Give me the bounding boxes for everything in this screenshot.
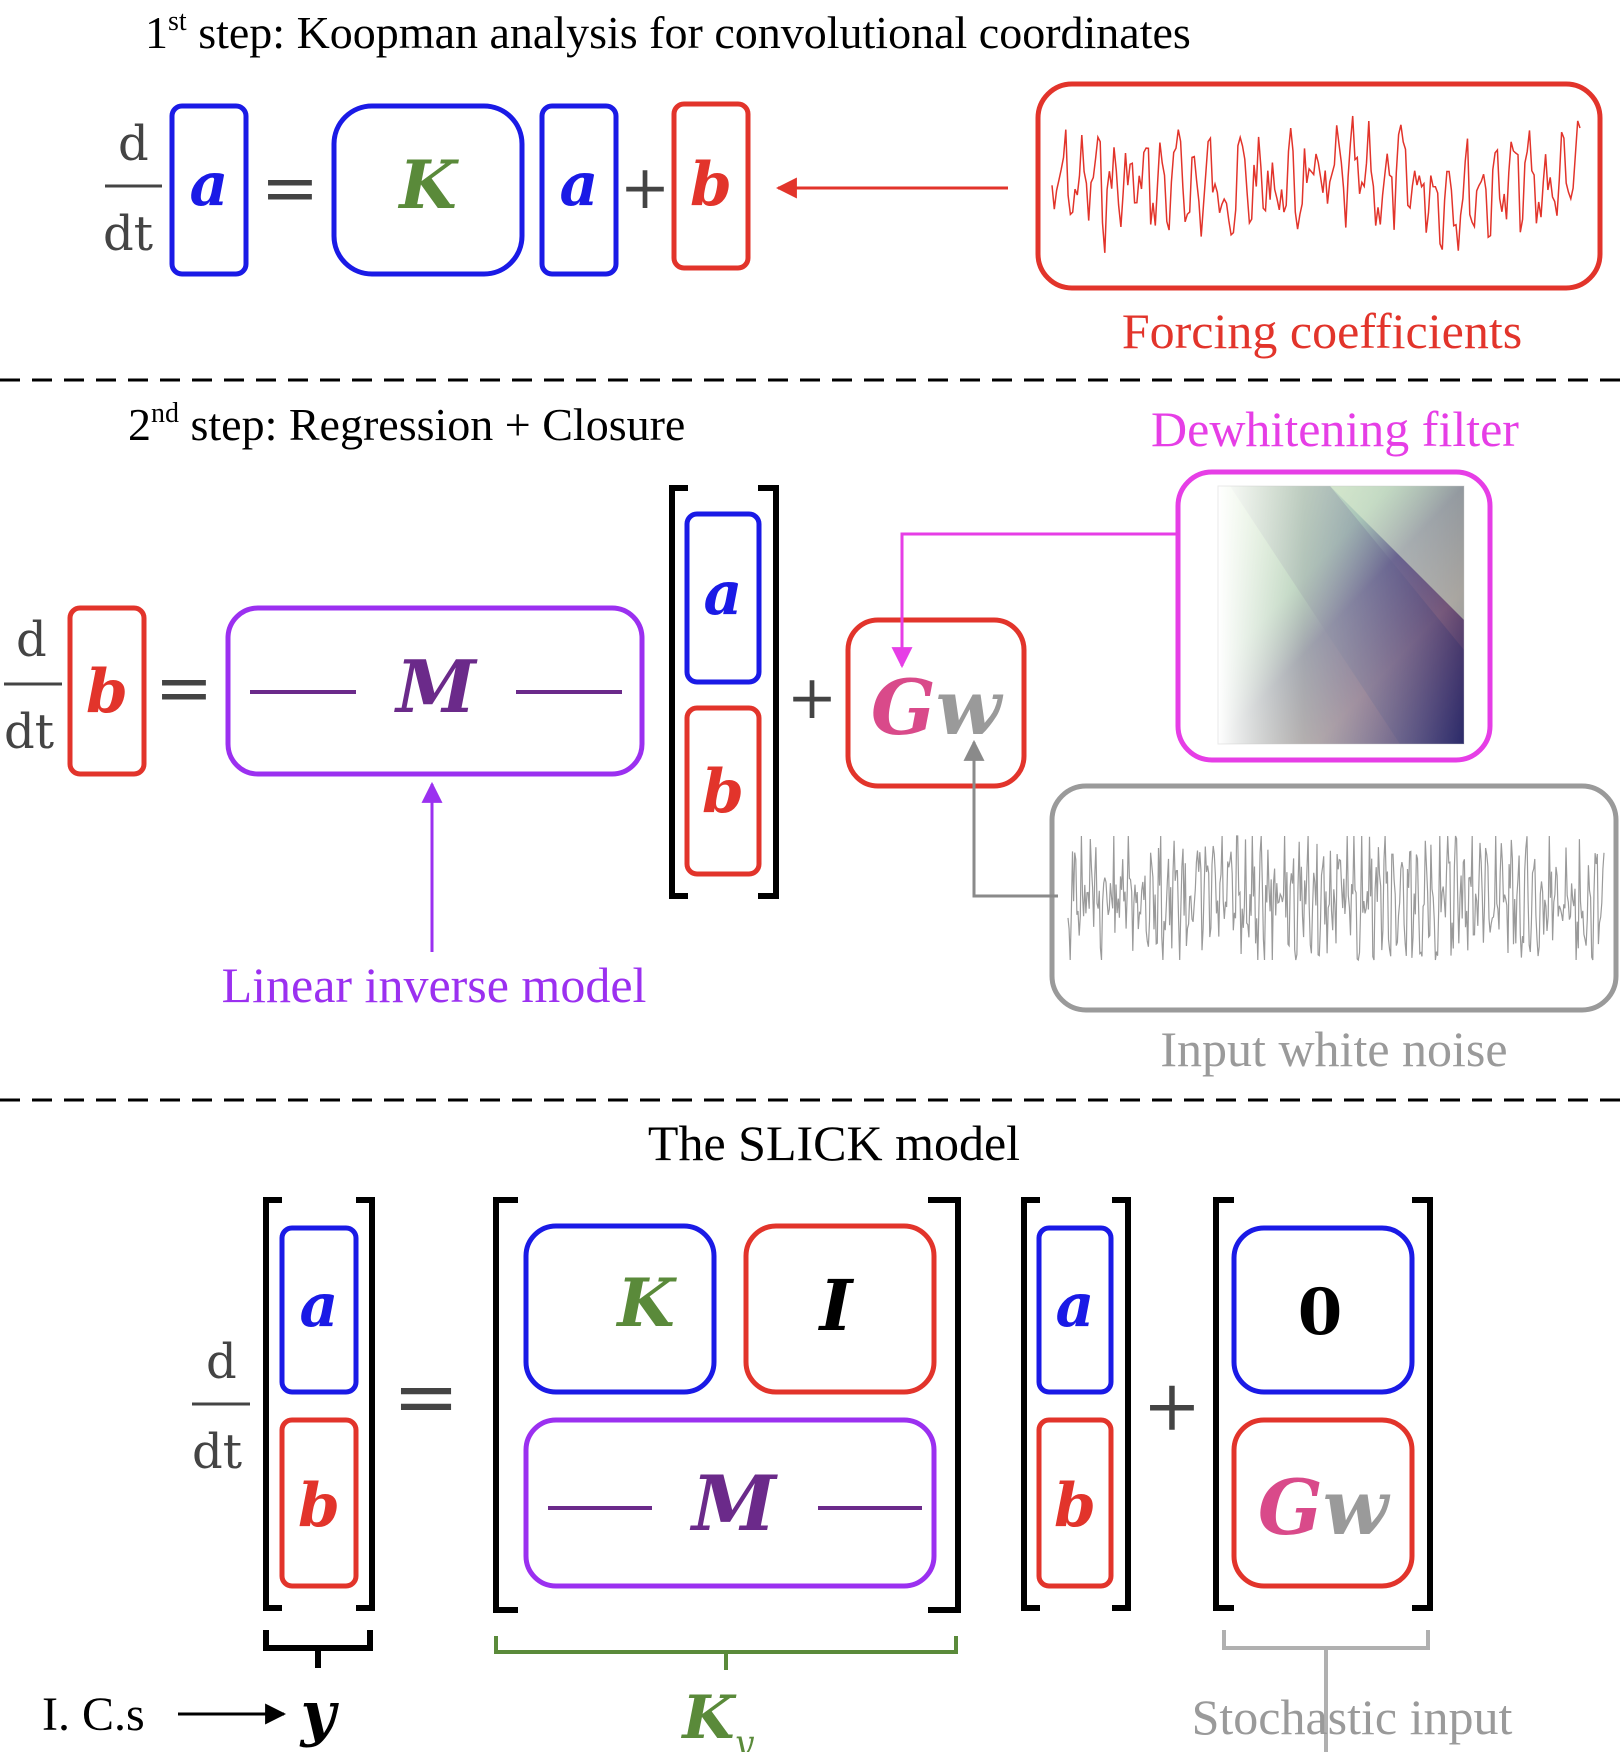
dewhitening-arrow xyxy=(891,532,1176,669)
slick-stoch-left-bracket xyxy=(1213,1197,1234,1611)
step2-title: 2nd step: Regression + Closure xyxy=(128,398,685,450)
forcing-plot-box xyxy=(1035,81,1603,291)
slick-K-box xyxy=(523,1223,717,1395)
slick-y-a-box xyxy=(279,1225,359,1395)
dewhitening-label: Dewhitening filter xyxy=(1151,401,1519,457)
slick-title: The SLICK model xyxy=(648,1115,1020,1171)
lim-label: Linear inverse model xyxy=(222,957,647,1013)
slick-K: K xyxy=(615,1264,677,1342)
step1-a2: a xyxy=(560,150,599,220)
dewhitening-filter-image xyxy=(1217,485,1465,745)
y-label: y xyxy=(299,1679,340,1749)
step2-b: b xyxy=(86,657,128,727)
noise-label: Input white noise xyxy=(1160,1021,1507,1077)
step2-Gw: Gw xyxy=(871,663,1004,752)
slick-y-right-bracket xyxy=(356,1197,375,1611)
step2-Gw-box xyxy=(845,617,1027,789)
forcing-label: Forcing coefficients xyxy=(1122,303,1522,359)
step2-dt: dt xyxy=(4,704,54,760)
step1-a2-box xyxy=(539,103,619,277)
step2-left-bracket xyxy=(669,485,688,899)
slick-I-box xyxy=(743,1223,937,1395)
slick-Gw-box xyxy=(1231,1417,1415,1589)
step2-d: d xyxy=(16,612,47,668)
noise-arrow xyxy=(963,739,1058,898)
step2-b-box xyxy=(67,605,147,777)
ics-label: I. C.s xyxy=(42,1688,145,1741)
slick-I: I xyxy=(818,1264,855,1347)
step1-title: 1st step: Koopman analysis for convoluti… xyxy=(145,6,1191,58)
dewhitening-filter-box xyxy=(1175,469,1493,763)
step1-b-box xyxy=(671,101,751,271)
Ky-label: Ky xyxy=(680,1683,754,1752)
slick-d: d xyxy=(206,1334,237,1390)
step2-right-bracket xyxy=(758,485,779,899)
Ky-underbrace xyxy=(494,1636,958,1670)
slick-M: M xyxy=(689,1459,778,1548)
slick-plus: + xyxy=(1143,1365,1202,1447)
step1-a-box xyxy=(169,103,249,277)
step2-vec-a: a xyxy=(704,559,743,629)
step2-vec-b-box xyxy=(684,705,762,877)
step1-b: b xyxy=(690,150,732,220)
slick-y2-b: b xyxy=(1054,1471,1096,1541)
step1-dt: dt xyxy=(103,206,153,262)
slick-y2-b-box xyxy=(1036,1417,1114,1589)
slick-Gw: Gw xyxy=(1258,1463,1391,1552)
step1-a: a xyxy=(190,150,229,220)
slick-y-b-box xyxy=(279,1417,359,1589)
slick-y-b: b xyxy=(298,1471,340,1541)
step1-K: K xyxy=(397,146,459,224)
slick-zero-box xyxy=(1231,1225,1415,1395)
slick-y2-a-box xyxy=(1036,1225,1114,1395)
slick-Ky-left-bracket xyxy=(493,1197,518,1613)
stochastic-underbrace xyxy=(1222,1630,1430,1752)
slick-y-a: a xyxy=(300,1271,339,1341)
forcing-signal-line xyxy=(1051,115,1581,253)
slick-y-left-bracket xyxy=(263,1197,282,1611)
step1-d: d xyxy=(118,116,149,172)
step2-equals: = xyxy=(155,647,214,729)
slick-y2-right-bracket xyxy=(1112,1197,1131,1611)
step1-plus: + xyxy=(620,153,670,223)
slick-y2-left-bracket xyxy=(1021,1197,1040,1611)
step2-vec-a-box xyxy=(684,511,762,685)
step2-plus: + xyxy=(787,663,837,733)
step1-K-box xyxy=(331,103,525,277)
slick-stoch-right-bracket xyxy=(1412,1197,1433,1611)
step2-M-box xyxy=(225,605,645,777)
step2-vec-b: b xyxy=(702,757,744,827)
noise-plot-box xyxy=(1049,783,1619,1013)
step2-M: M xyxy=(393,644,478,729)
stochastic-label: Stochastic input xyxy=(1192,1689,1513,1745)
noise-signal-line xyxy=(1067,835,1605,962)
y-underbrace xyxy=(263,1630,373,1668)
step1-equals: = xyxy=(261,147,320,229)
slick-dt: dt xyxy=(192,1424,242,1480)
slick-zero: 0 xyxy=(1298,1275,1343,1350)
slick-equals: = xyxy=(392,1350,459,1443)
slick-y2-a: a xyxy=(1056,1271,1095,1341)
slick-M-box xyxy=(523,1417,937,1589)
slick-Ky-right-bracket xyxy=(928,1197,961,1613)
